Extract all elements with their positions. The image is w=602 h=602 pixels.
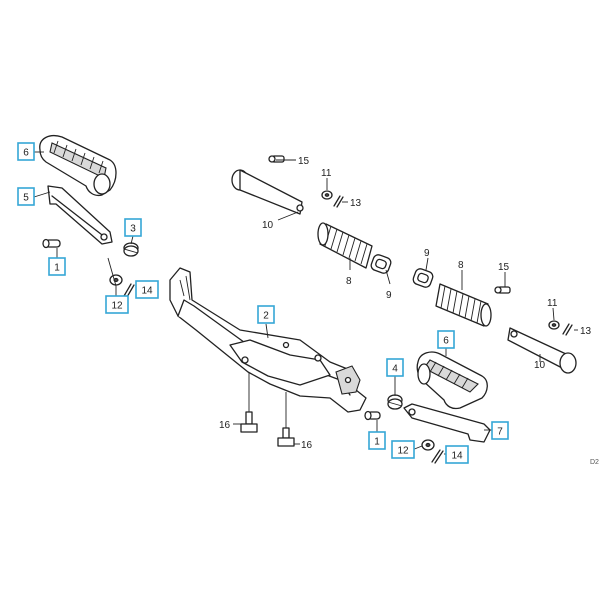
right-shaft-washer[interactable] [548,320,560,330]
callout-12-right: 12 [391,440,415,459]
label-13-top: 13 [350,198,362,209]
callout-6-left: 6 [17,142,35,161]
callout-4: 4 [386,358,404,377]
svg-text:12: 12 [111,301,123,312]
right-footpeg-rubber[interactable] [416,351,488,410]
svg-text:2: 2 [263,311,269,322]
bolt-left[interactable] [240,372,258,433]
label-9-top: 9 [386,290,392,301]
callout-1-right: 1 [368,431,386,450]
right-washer[interactable] [421,439,435,451]
svg-text:7: 7 [497,427,503,438]
label-16-right: 16 [301,440,313,451]
label-15-top: 15 [298,156,310,167]
upper-shaft-cotter[interactable] [333,195,344,208]
right-cotter-pin[interactable] [431,449,444,464]
label-11-right: 11 [547,298,558,309]
svg-text:5: 5 [23,193,29,204]
right-ring[interactable] [412,267,434,288]
callout-6-right: 6 [437,330,455,349]
left-washer[interactable] [109,274,123,286]
left-footpeg-bracket[interactable] [47,185,113,245]
callout-14-right: 14 [445,445,469,464]
right-footpeg-bracket[interactable] [403,403,491,443]
label-10-top: 10 [262,220,274,231]
upper-rubber-boot[interactable] [317,222,373,269]
upper-shaft-bolt[interactable] [268,155,285,163]
callout-5: 5 [17,187,35,206]
right-footpeg-spring[interactable] [387,394,403,410]
bolt-right[interactable] [277,392,295,447]
right-footpeg-pin[interactable] [364,410,381,421]
label-11-top: 11 [321,168,332,179]
upper-step-shaft[interactable] [231,169,304,215]
svg-text:1: 1 [54,263,60,274]
right-shaft-bolt[interactable] [494,286,511,294]
callout-3: 3 [124,218,142,237]
callout-7: 7 [491,421,509,440]
upper-ring[interactable] [370,253,392,274]
callout-12-left: 12 [105,295,129,314]
svg-text:12: 12 [397,446,409,457]
left-footpeg-pin[interactable] [42,238,61,249]
svg-text:6: 6 [443,336,449,347]
right-step-shaft[interactable] [507,327,577,374]
svg-text:1: 1 [374,437,380,448]
svg-text:14: 14 [141,286,153,297]
left-footpeg-rubber[interactable] [39,135,117,197]
main-step-bracket[interactable] [169,267,367,413]
svg-text:14: 14 [451,451,463,462]
leader-lines [33,151,578,455]
svg-text:6: 6 [23,148,29,159]
label-13-right: 13 [580,326,592,337]
label-9-right: 9 [424,248,430,259]
callout-14-left: 14 [135,280,159,299]
callout-1-left: 1 [48,257,66,276]
svg-text:4: 4 [392,364,398,375]
label-15-right: 15 [498,262,510,273]
left-cotter-pin[interactable] [123,283,135,298]
label-8-right: 8 [458,260,464,271]
svg-text:3: 3 [130,224,136,235]
upper-shaft-washer[interactable] [321,190,333,200]
label-16-left: 16 [219,420,231,431]
left-footpeg-spring[interactable] [123,242,139,257]
label-10-right: 10 [534,360,546,371]
label-8-top: 8 [346,276,352,287]
diagram-code: D2 [590,459,599,466]
right-rubber-boot[interactable] [435,283,492,327]
callout-2: 2 [257,305,275,324]
right-shaft-cotter[interactable] [562,323,573,336]
